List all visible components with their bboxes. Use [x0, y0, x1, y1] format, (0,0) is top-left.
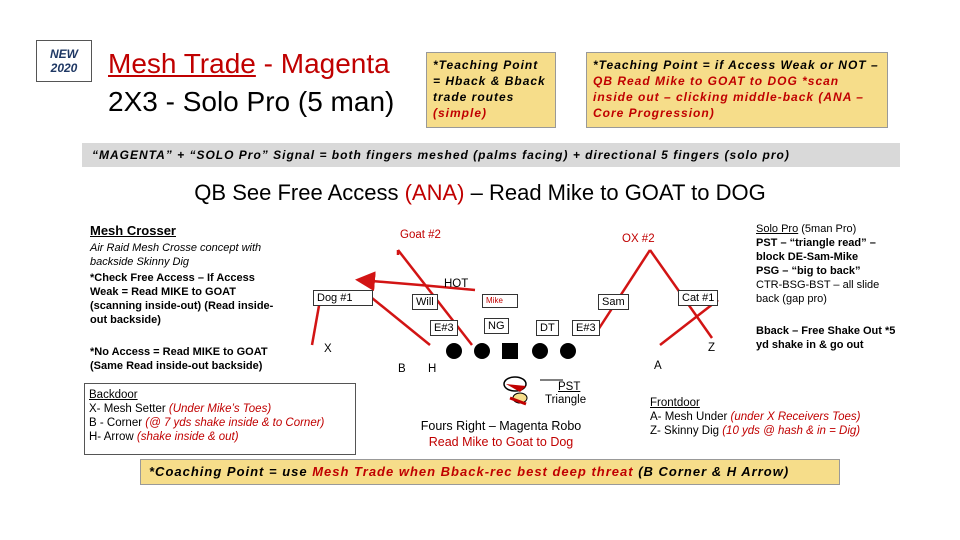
mesh-crosser-heading: Mesh Crosser [90, 223, 176, 238]
formation-line1: Fours Right – Magenta Robo [420, 419, 582, 433]
badge-line1: NEW [50, 47, 78, 61]
x-receiver-label: X [324, 343, 332, 355]
qbsee-post: – Read Mike to GOAT to DOG [464, 180, 766, 205]
lineman-2 [474, 343, 490, 359]
teach1-text: *Teaching Point = Hback & Bback trade ro… [433, 58, 546, 104]
ox-label: OX #2 [622, 233, 655, 245]
lineman-5 [560, 343, 576, 359]
lineman-4 [532, 343, 548, 359]
formation-line2: Read Mike to Goat to Dog [428, 435, 574, 449]
title-part2: - Magenta [255, 48, 390, 79]
solo-pro-psg: PSG – “big to back” [756, 265, 861, 277]
frontdoor-z-note: (10 yds @ hash & in = Dig) [722, 425, 861, 437]
title-part1: Mesh Trade [108, 48, 256, 79]
will-label: Will [412, 294, 438, 310]
backdoor-b: B - Corner (@ 7 yds shake inside & to Co… [89, 416, 351, 430]
teaching-point-2: *Teaching Point = if Access Weak or NOT … [586, 52, 888, 128]
ox-rush-line [596, 249, 652, 331]
lineman-1 [446, 343, 462, 359]
backdoor-x-note: (Under Mike’s Toes) [168, 403, 272, 415]
dog-label: Dog #1 [313, 290, 373, 306]
frontdoor-z-label: Z- Skinny Dig [650, 425, 723, 437]
mesh-crosser-line3: *No Access = Read MIKE to GOAT (Same Rea… [90, 346, 268, 372]
frontdoor-notes: Frontdoor A- Mesh Under (under X Receive… [650, 396, 900, 438]
backdoor-b-label: B - Corner [89, 417, 146, 429]
dog-rush-line [371, 297, 431, 346]
a-receiver-label: A [654, 360, 662, 372]
triangle-label: Triangle [545, 394, 587, 406]
pst-label: PST [558, 381, 581, 393]
coach-post: (B Corner & H Arrow) [633, 464, 790, 479]
backdoor-h-label: H- Arrow [89, 431, 137, 443]
x-route [310, 299, 322, 346]
teach2-part2: QB Read Mike to GOAT to DOG *scan inside… [593, 74, 864, 120]
solo-pro-heading-rest: (5man Pro) [798, 223, 857, 235]
backdoor-x-label: X- Mesh Setter [89, 403, 169, 415]
frontdoor-a: A- Mesh Under (under X Receivers Toes) [650, 410, 900, 424]
bback-note: Bback – Free Shake Out *5 yd shake in & … [756, 325, 896, 351]
mike-label: Mike [482, 294, 518, 308]
cat-rush-line [659, 299, 719, 346]
hot-route [355, 271, 476, 292]
new-2020-badge: NEW 2020 [36, 40, 92, 82]
backdoor-heading: Backdoor [89, 389, 138, 401]
backdoor-h: H- Arrow (shake inside & out) [89, 430, 351, 444]
page-subtitle: 2X3 - Solo Pro (5 man) [108, 86, 395, 117]
b-back-label: B [398, 363, 406, 375]
cat-label: Cat #1 [678, 290, 719, 306]
frontdoor-a-label: A- Mesh Under [650, 411, 731, 423]
center-lineman [502, 343, 518, 359]
solo-pro-notes: Solo Pro (5man Pro) PST – “triangle read… [756, 222, 896, 306]
end-left-label: E#3 [430, 320, 458, 336]
teach2-part1: *Teaching Point = if Access Weak or NOT … [593, 58, 879, 72]
goat-label: Goat #2 [400, 229, 441, 241]
frontdoor-a-note: (under X Receivers Toes) [730, 411, 861, 423]
end-right-label: E#3 [572, 320, 600, 336]
badge-line2: 2020 [50, 61, 78, 75]
dt-label: DT [536, 320, 559, 336]
page-title: Mesh Trade - Magenta [108, 48, 390, 80]
coaching-point: *Coaching Point = use Mesh Trade when Bb… [140, 459, 840, 485]
mesh-crosser-line1: Air Raid Mesh Crosse concept with backsi… [90, 242, 262, 268]
teaching-point-1: *Teaching Point = Hback & Bback trade ro… [426, 52, 556, 128]
coach-mid: Mesh Trade when Bback-rec best deep thre… [312, 464, 634, 479]
nose-guard-label: NG [484, 318, 509, 334]
frontdoor-heading: Frontdoor [650, 397, 700, 409]
qb-icon [503, 376, 528, 406]
backdoor-h-note: (shake inside & out) [136, 431, 239, 443]
teach1-simple: (simple) [433, 106, 488, 120]
sam-label: Sam [598, 294, 629, 310]
qb-see-heading: QB See Free Access (ANA) – Read Mike to … [0, 180, 960, 206]
backdoor-b-note: (@ 7 yds shake inside & to Corner) [145, 417, 325, 429]
backdoor-box: Backdoor X- Mesh Setter (Under Mike’s To… [84, 383, 356, 455]
solo-pro-ctr: CTR-BSG-BST – all slide back (gap pro) [756, 279, 880, 305]
solo-pro-pst: PST – “triangle read” – block DE-Sam-Mik… [756, 237, 876, 263]
mesh-crosser-notes: Mesh Crosser Air Raid Mesh Crosse concep… [90, 224, 300, 373]
frontdoor-z: Z- Skinny Dig (10 yds @ hash & in = Dig) [650, 424, 900, 438]
z-receiver-label: Z [708, 342, 716, 354]
hot-label: HOT [444, 278, 469, 290]
backdoor-x: X- Mesh Setter (Under Mike’s Toes) [89, 402, 351, 416]
coach-pre: *Coaching Point = use [149, 464, 313, 479]
solo-pro-heading-line: Solo Pro (5man Pro) [756, 222, 896, 236]
qbsee-pre: QB See Free Access [194, 180, 405, 205]
qbsee-ana: (ANA) [404, 180, 465, 205]
formation-caption: Fours Right – Magenta Robo Read Mike to … [396, 418, 606, 450]
signal-bar: “MAGENTA” + “SOLO Pro” Signal = both fin… [82, 143, 900, 167]
h-back-label: H [428, 363, 437, 375]
mesh-crosser-line2: *Check Free Access – If Access Weak = Re… [90, 272, 274, 326]
solo-pro-heading: Solo Pro [756, 223, 799, 235]
